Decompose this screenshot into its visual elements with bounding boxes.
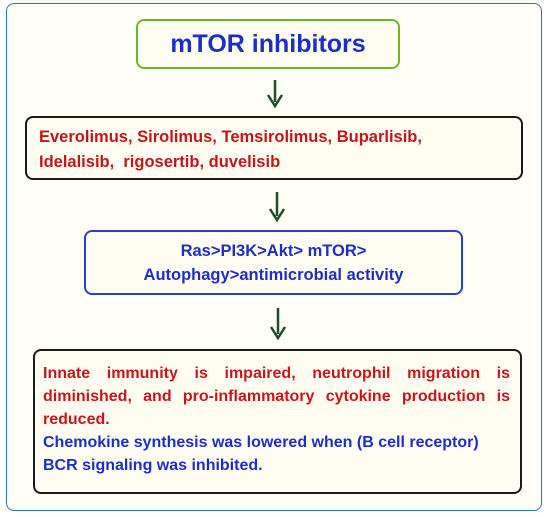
arrow-down-icon [266,80,284,109]
chemokine-effect-text: Chemokine synthesis was lowered when (B … [43,434,479,474]
pathway-line-1: Ras>PI3K>Akt> mTOR> [180,241,367,260]
title-text: mTOR inhibitors [170,29,366,58]
pathway-line-2: Autophagy>antimicrobial activity [143,265,404,284]
arrow-down-icon [269,308,287,341]
pathway-box: Ras>PI3K>Akt> mTOR> Autophagy>antimicrob… [84,230,463,295]
drug-list-line-2: Idelalisib, rigosertib, duvelisib [39,153,281,171]
drug-list-box: Everolimus, Sirolimus, Temsirolimus, Bup… [25,116,523,180]
drug-list-line-1: Everolimus, Sirolimus, Temsirolimus, Bup… [39,128,422,146]
title-box: mTOR inhibitors [136,19,400,69]
effects-box: Innate immunity is impaired, neutrophil … [33,349,522,494]
immune-effect-text: Innate immunity is impaired, neutrophil … [43,365,510,428]
arrow-down-icon [268,192,286,223]
